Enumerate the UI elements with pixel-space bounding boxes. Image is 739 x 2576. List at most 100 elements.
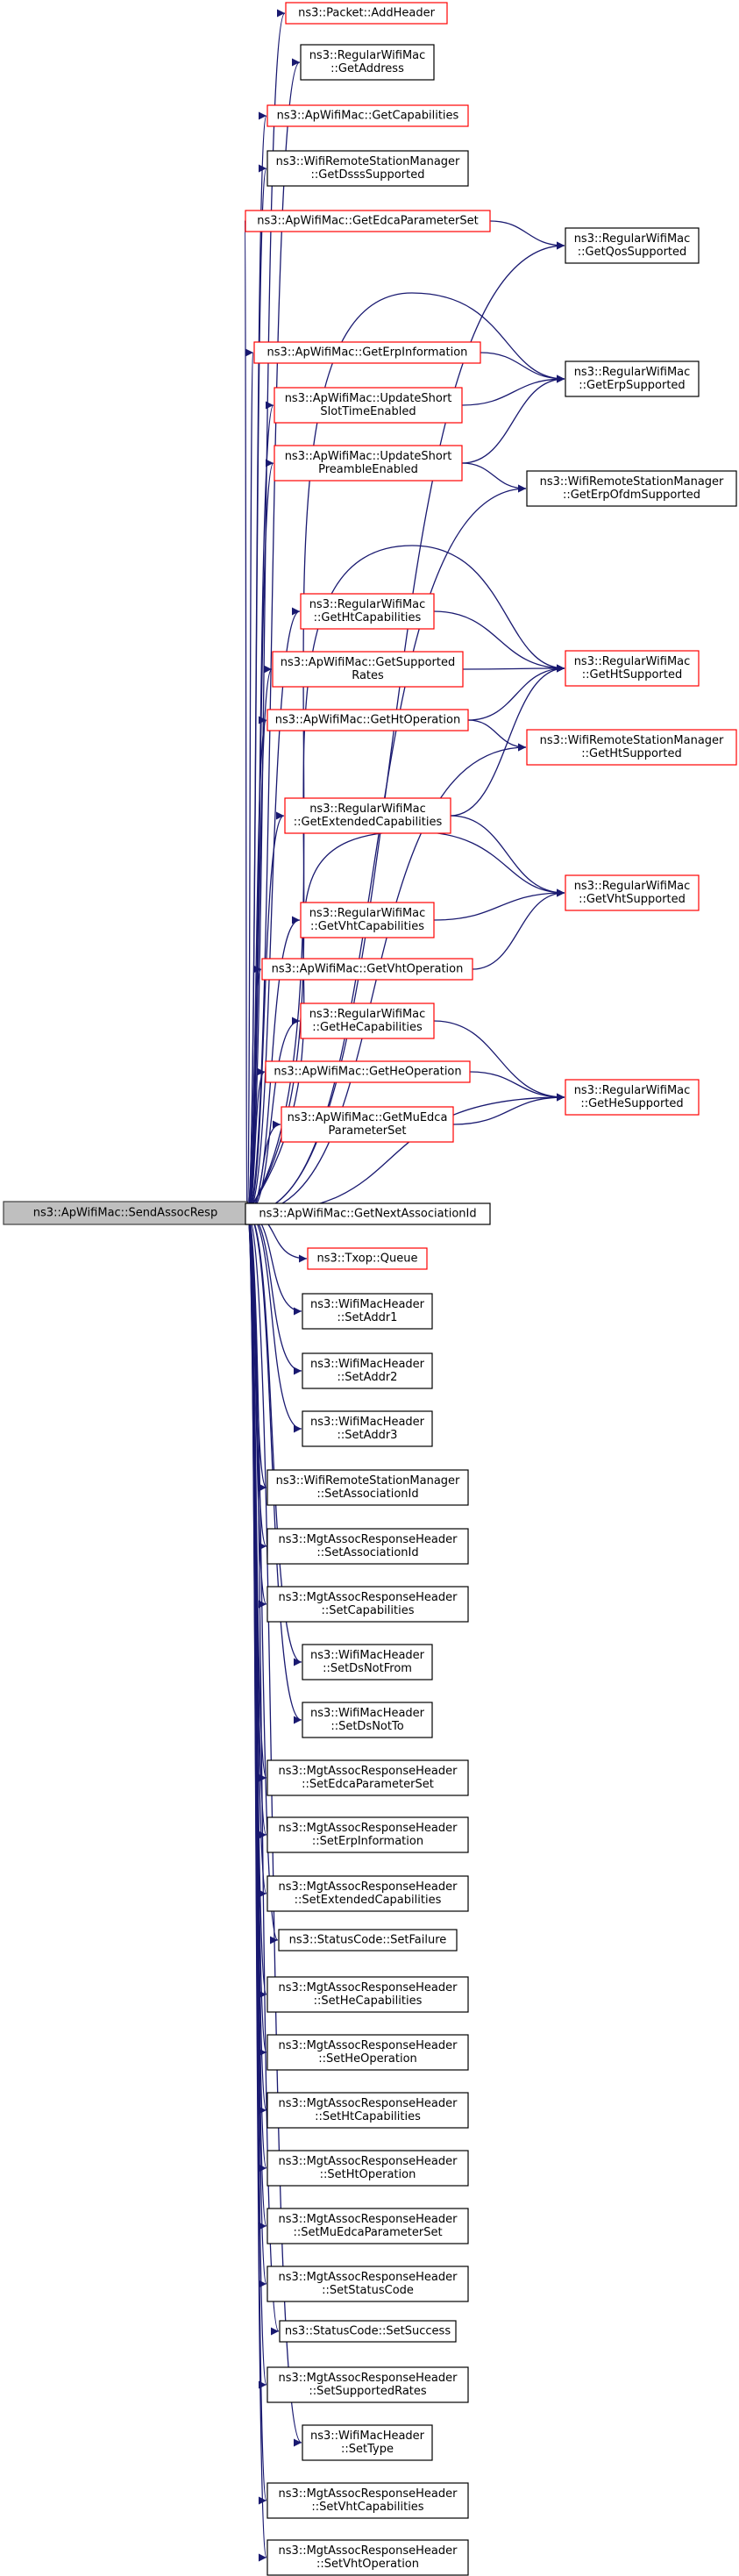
call-node-box [302,1644,433,1680]
node-label-line: ns3::MgtAssocResponseHeader [279,1533,458,1546]
call-node-box [274,387,463,424]
call-node: ns3::MgtAssocResponseHeader::SetAssociat… [266,1528,469,1565]
call-node-box [278,1929,458,1952]
node-label-line: ::SetHtCapabilities [315,2110,421,2123]
node-label-line: ns3::ApWifiMac::UpdateShort [285,392,452,405]
node-label-line: ns3::WifiRemoteStationManager [540,734,724,747]
node-label-line: ::SetAddr2 [338,1371,398,1384]
node-label-line: ::SetDsNotTo [330,1720,403,1733]
call-node[interactable]: ns3::Packet::AddHeader [285,2,448,25]
call-node: ns3::WifiMacHeader::SetAddr1 [302,1293,433,1330]
call-node-box [266,1759,469,1796]
call-node-box [279,2320,457,2343]
node-label-line: Rates [352,669,384,682]
call-node[interactable]: ns3::RegularWifiMac::GetHtCapabilities [300,593,435,630]
call-node-box [266,150,469,187]
call-node: ns3::MgtAssocResponseHeader::SetVhtCapab… [266,2482,469,2519]
call-node-box [272,651,464,688]
node-label-line: ::SetEdcaParameterSet [302,1778,434,1791]
node-label-line: ::SetAssociationId [316,1546,418,1559]
edge-getextcap-to-getvhtsupported [450,815,565,897]
call-node: ns3::WifiRemoteStationManager::GetErpOfd… [526,470,737,507]
node-label-line: ::GetHeSupported [580,1097,683,1110]
call-node[interactable]: ns3::ApWifiMac::GetErpInformation [253,341,481,364]
call-node[interactable]: ns3::RegularWifiMac::GetHeSupported [565,1079,700,1116]
call-node[interactable]: ns3::ApWifiMac::GetHtOperation [266,709,469,731]
call-node[interactable]: ns3::Txop::Queue [307,1247,428,1270]
call-node-box [266,1976,469,2013]
edge-geterpinfo-to-geterpsupported [480,352,565,383]
call-node: ns3::MgtAssocResponseHeader::SetMuEdcaPa… [266,2208,469,2244]
call-node: ns3::MgtAssocResponseHeader::SetSupporte… [266,2366,469,2403]
node-label-line: ns3::WifiMacHeader [310,1649,425,1662]
edge-root-to-setdsnotto [246,1212,302,1724]
node-label-line: ::SetAssociationId [316,1488,418,1501]
call-node[interactable]: ns3::RegularWifiMac::GetHeCapabilities [300,1003,435,1039]
call-node[interactable]: ns3::ApWifiMac::UpdateShortPreambleEnabl… [274,445,463,482]
edge-gethtop-to-gethtsupported [467,664,565,721]
node-label-line: ::GetDsssSupported [311,168,425,182]
call-node-box [565,360,700,397]
call-node: ns3::WifiMacHeader::SetAddr3 [302,1410,433,1447]
call-node[interactable]: ns3::ApWifiMac::UpdateShortSlotTimeEnabl… [274,387,463,424]
call-node: ns3::StatusCode::SetSuccess [279,2320,457,2343]
call-node: ns3::RegularWifiMac::GetErpSupported [565,360,700,397]
node-label-line: ::SetType [341,2443,394,2456]
call-node[interactable]: ns3::ApWifiMac::GetHeOperation [265,1060,471,1083]
call-node: ns3::RegularWifiMac::GetQosSupported [565,227,700,264]
node-label-line: ::SetMuEdcaParameterSet [293,2226,442,2239]
edge-root-to-gethtcap [246,607,301,1214]
node-label-line: ns3::MgtAssocResponseHeader [279,1591,458,1604]
node-label-line: ns3::WifiRemoteStationManager [540,475,724,489]
node-label-line: ns3::MgtAssocResponseHeader [279,2487,458,2501]
node-label-line: ns3::RegularWifiMac [574,232,691,246]
node-label-line: ns3::RegularWifiMac [309,1008,426,1021]
node-label-line: ns3::WifiRemoteStationManager [276,155,460,168]
node-label-line: ns3::WifiMacHeader [310,1298,425,1311]
call-node-box [565,227,700,264]
node-label-line: ns3::MgtAssocResponseHeader [279,2155,458,2168]
call-node-box [266,1469,469,1506]
node-label-line: ::SetSupportedRates [309,2385,427,2398]
node-label-line: SlotTimeEnabled [320,405,416,418]
node-label-line: ns3::ApWifiMac::GetHeOperation [274,1066,461,1079]
call-node[interactable]: ns3::ApWifiMac::GetEdcaParameterSet [245,210,491,232]
edge-gethecap-to-gethesupported [433,1020,565,1102]
node-label-line: ::GetAddress [330,62,404,75]
node-label-line: ns3::MgtAssocResponseHeader [279,2039,458,2052]
root-node[interactable]: ns3::ApWifiMac::SendAssocResp [3,1201,248,1225]
nodes-layer: ns3::ApWifiMac::SendAssocResp ns3::Packet… [3,2,737,2576]
call-node: ns3::RegularWifiMac::GetAddress [300,44,435,81]
call-node[interactable]: ns3::ApWifiMac::GetCapabilities [266,104,469,127]
edge-getvhtop-to-getvhtsupported [472,888,565,970]
call-node[interactable]: ns3::RegularWifiMac::GetHtSupported [565,650,700,687]
node-label-line: ::SetHtOperation [320,2168,416,2181]
call-node-box [266,2208,469,2244]
node-label-line: ns3::MgtAssocResponseHeader [279,2544,458,2558]
node-label-line: ::SetErpInformation [312,1835,423,1848]
node-label-line: ns3::ApWifiMac::GetNextAssociationId [259,1208,476,1221]
call-node[interactable]: ns3::WifiRemoteStationManager::GetHtSupp… [526,729,737,766]
edge-root-to-getofdm [246,484,527,1214]
call-node[interactable]: ns3::RegularWifiMac::GetVhtCapabilities [300,902,435,938]
node-label-line: ::SetCapabilities [322,1604,415,1617]
call-node: ns3::MgtAssocResponseHeader::SetHtCapabi… [266,2092,469,2129]
node-label-line: ::SetHeCapabilities [314,1994,423,2008]
call-node[interactable]: ns3::RegularWifiMac::GetVhtSupported [565,874,700,911]
call-node-box [266,709,469,731]
node-label-line: ns3::MgtAssocResponseHeader [279,1822,458,1835]
call-node-box [526,470,737,507]
call-node-box [302,1352,433,1389]
edge-root-to-marhsetvhtop [246,1212,267,2561]
call-node-box [266,2092,469,2129]
call-node: ns3::MgtAssocResponseHeader::SetCapabili… [266,1586,469,1623]
call-node: ns3::WifiRemoteStationManager::SetAssoci… [266,1469,469,1506]
call-node[interactable]: ns3::RegularWifiMac::GetExtendedCapabili… [284,797,451,834]
node-label-line: ns3::Packet::AddHeader [298,7,435,20]
node-label-line: ::GetHtSupported [582,668,682,681]
call-node[interactable]: ns3::ApWifiMac::GetVhtOperation [261,958,473,981]
node-label-line: ns3::WifiMacHeader [310,2430,425,2443]
